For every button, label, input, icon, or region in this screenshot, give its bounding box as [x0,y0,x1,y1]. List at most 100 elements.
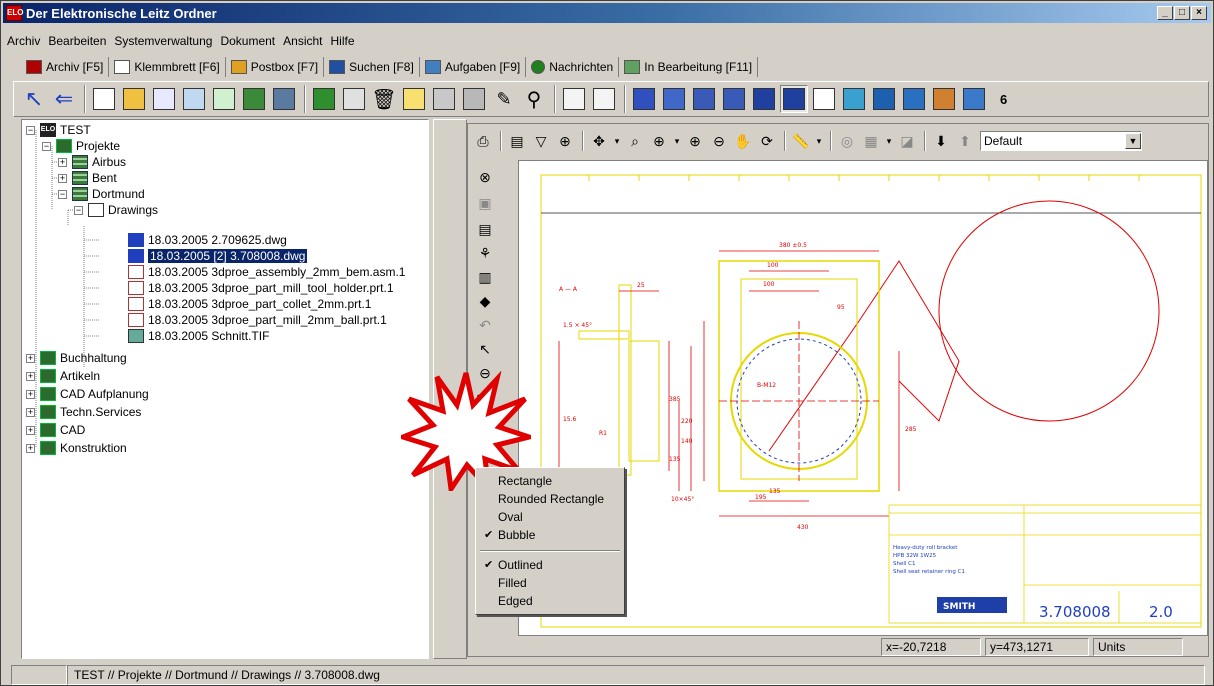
menu-dokument[interactable]: Dokument [220,34,276,48]
menu-archiv[interactable]: Archiv [7,34,41,48]
tree-expander[interactable]: + [26,425,35,435]
new-document-icon[interactable] [90,85,118,113]
stamp-tool-icon[interactable]: ⚘ [478,244,492,261]
tree-expander[interactable]: − [26,125,35,135]
menu-item-rectangle[interactable]: Rectangle [480,472,620,490]
dropdown-arrow-icon[interactable]: ▾ [886,135,892,146]
hand-icon[interactable]: ✋ [734,132,752,149]
layer-select[interactable]: Default ▼ [980,131,1142,151]
tree-expander[interactable]: + [26,443,35,453]
print-icon[interactable]: ⎙ [477,132,489,149]
filter-icon[interactable]: ▽ [535,132,547,149]
tree-node-projekte[interactable]: Projekte [56,138,120,154]
image-view-icon[interactable] [690,85,718,113]
tree-node-airbus[interactable]: Airbus [72,154,126,170]
tree-node-artikeln[interactable]: Artikeln [40,368,100,384]
menu-item-outlined[interactable]: ✔Outlined [480,556,620,574]
menu-item-bubble[interactable]: ✔Bubble [480,526,620,544]
folder-green-icon[interactable] [310,85,338,113]
tree-file-dwg-2[interactable]: 18.03.2005 [2] 3.708008.dwg [128,248,309,264]
tree-node-buchhaltung[interactable]: Buchhaltung [40,350,127,366]
menu-item-edged[interactable]: Edged [480,592,620,610]
stamp-icon[interactable]: ▦ [864,132,878,149]
measure-icon[interactable]: 📏 [792,132,810,149]
dropdown-arrow-icon[interactable]: ▾ [816,135,822,146]
tab-klemmbrett[interactable]: Klemmbrett [F6] [109,57,226,77]
undo-icon[interactable]: ↶ [479,316,491,333]
tree-expander[interactable]: − [42,141,51,151]
signature-icon[interactable]: ✎ [496,88,512,109]
zoom-in-icon[interactable]: ⊕ [689,132,701,149]
tree-expander[interactable]: + [26,353,35,363]
close-button[interactable]: × [1191,6,1207,20]
cad-import-icon[interactable] [960,85,988,113]
tree-file-prt-1[interactable]: 18.03.2005 3dproe_part_mill_tool_holder.… [128,280,394,296]
eraser-icon[interactable]: ◆ [479,292,491,309]
zoom-dynamic-icon[interactable]: ⊕ [653,132,665,149]
download-icon[interactable]: ⬇ [935,132,947,149]
overlay-icon[interactable]: ◎ [840,132,854,149]
upload-icon[interactable]: ⬆ [959,132,971,149]
thumbnail-grid-icon[interactable] [630,85,658,113]
zoom-window-icon[interactable]: ⌕ [631,132,639,149]
link-icon[interactable]: ⊖ [479,364,491,381]
tree-node-bent[interactable]: Bent [72,170,117,186]
tree-file-prt-2[interactable]: 18.03.2005 3dproe_part_collet_2mm.prt.1 [128,296,371,312]
tree-expander[interactable]: + [26,389,35,399]
printer-icon[interactable] [460,85,488,113]
tree-node-drawings[interactable]: Drawings [88,202,158,218]
dropdown-arrow-icon[interactable]: ▾ [674,135,680,146]
tree-expander[interactable]: + [58,173,67,183]
tree-node-techn-services[interactable]: Techn.Services [40,404,141,420]
archive-view-icon[interactable] [560,85,588,113]
tree-file-asm[interactable]: 18.03.2005 3dproe_assembly_2mm_bem.asm.1 [128,264,405,280]
menu-item-rounded-rectangle[interactable]: Rounded Rectangle [480,490,620,508]
menu-ansicht[interactable]: Ansicht [283,34,323,48]
delete-icon[interactable]: 🗑 [371,88,397,111]
tree-node-root[interactable]: ELO TEST [40,122,91,138]
menu-item-oval[interactable]: Oval [480,508,620,526]
panel-splitter[interactable] [433,119,467,659]
cad-open-icon[interactable] [870,85,898,113]
compare-icon[interactable]: ◪ [900,132,914,149]
rotate-icon[interactable]: ⟳ [761,132,773,149]
print-stack-icon[interactable] [210,85,238,113]
tree-expander[interactable]: + [26,371,35,381]
properties-icon[interactable]: ▤ [510,132,524,149]
cad-compare-icon[interactable] [900,85,928,113]
tree-node-dortmund[interactable]: Dortmund [72,186,145,202]
zoom-out-icon[interactable]: ⊖ [713,132,725,149]
pen-tool-icon[interactable]: ✒ [479,412,491,429]
cad-export-icon[interactable] [930,85,958,113]
markup-properties-icon[interactable]: ▤ [478,220,492,237]
pointer-arrow-icon[interactable]: ↖ [24,86,44,111]
text-view-icon[interactable] [720,85,748,113]
dropdown-arrow-icon[interactable]: ▾ [614,135,620,146]
tree-expander[interactable]: + [58,157,67,167]
split-view-icon[interactable] [780,85,808,113]
tree-expander[interactable]: + [26,407,35,417]
text-tool-icon[interactable]: ab| [476,390,494,404]
minimize-button[interactable]: _ [1157,6,1173,20]
layer-icon[interactable]: ⊕ [559,132,571,149]
tree-file-dwg-1[interactable]: 18.03.2005 2.709625.dwg [128,232,287,248]
tree-expander[interactable]: − [74,205,83,215]
refresh-icon[interactable] [340,85,368,113]
check-in-icon[interactable] [240,85,268,113]
scan-icon[interactable] [180,85,208,113]
single-view-icon[interactable] [810,85,838,113]
ocr-icon[interactable] [660,85,688,113]
search-icon[interactable]: ⚲ [526,88,542,111]
tab-archiv[interactable]: Archiv [F5] [21,57,110,77]
save-markup-icon[interactable]: ▣ [478,194,492,211]
tree-node-konstruktion[interactable]: Konstruktion [40,440,127,456]
mail-icon[interactable] [400,85,428,113]
select-arrow-icon[interactable]: ↖ [479,340,491,357]
highlight-tool-icon[interactable]: ▥ [478,268,492,285]
line-tool-icon[interactable]: ╱ [480,436,490,453]
cancel-markup-icon[interactable]: ⊗ [479,168,491,185]
tree-node-cad[interactable]: CAD [40,422,85,438]
barcode-icon[interactable] [590,85,618,113]
tab-suchen[interactable]: Suchen [F8] [324,57,420,77]
chevron-down-icon[interactable]: ▼ [1125,133,1141,149]
